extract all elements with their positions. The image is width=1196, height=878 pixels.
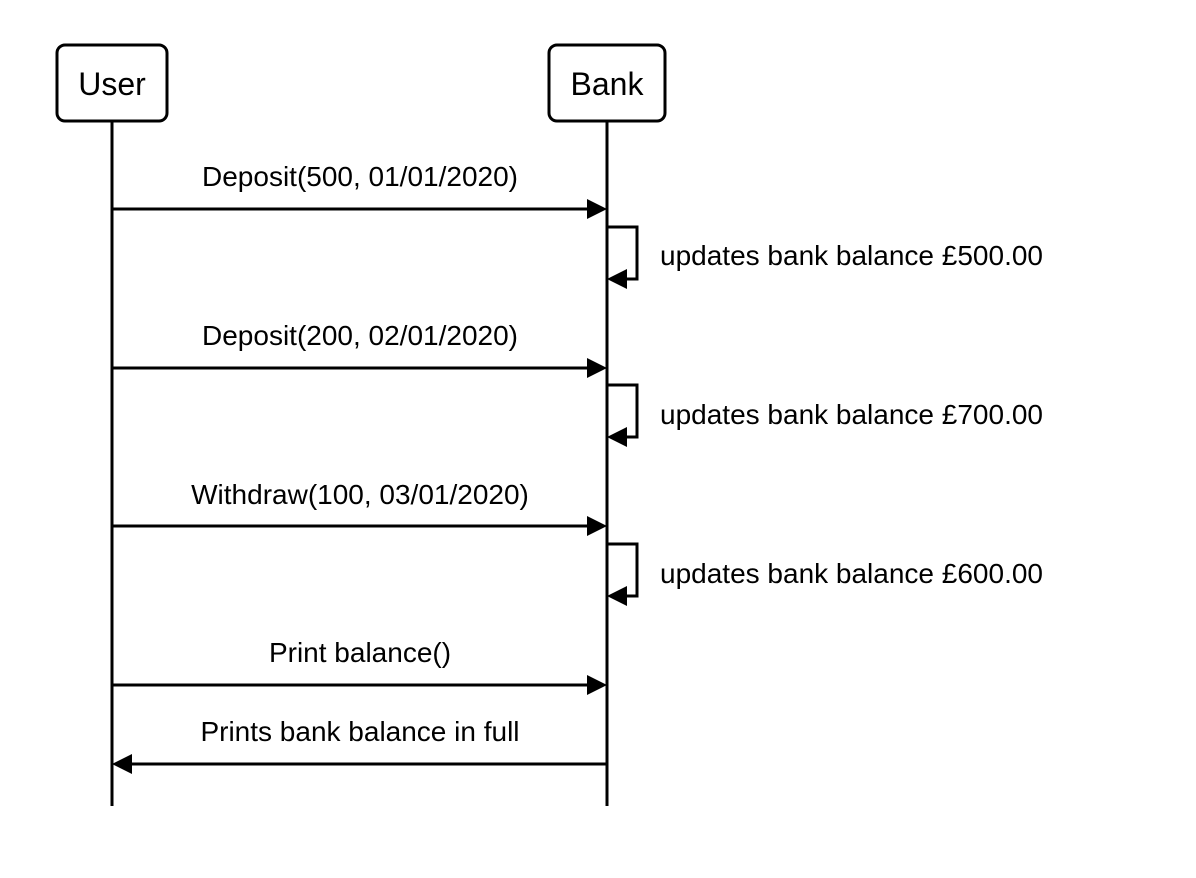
message-arrow-head: [587, 516, 607, 536]
message-prints-balance-return: Prints bank balance in full: [112, 716, 607, 774]
self-message-arrow-head: [607, 427, 627, 447]
self-message-arrow-line: [607, 225, 639, 281]
message-arrow-head: [587, 199, 607, 219]
message-arrow-head: [587, 675, 607, 695]
self-message-balance-500: updates bank balance £500.00: [607, 225, 1043, 289]
participant-bank-label: Bank: [571, 66, 645, 102]
self-message-balance-700: updates bank balance £700.00: [607, 383, 1043, 447]
message-withdraw-100: Withdraw(100, 03/01/2020): [112, 479, 607, 536]
message-deposit-200: Deposit(200, 02/01/2020): [112, 320, 607, 378]
self-message-label: updates bank balance £500.00: [660, 240, 1043, 271]
self-message-label: updates bank balance £700.00: [660, 399, 1043, 430]
message-print-balance: Print balance(): [112, 637, 607, 695]
participant-bank: Bank: [547, 43, 667, 123]
message-label: Deposit(500, 01/01/2020): [202, 161, 518, 192]
message-label: Deposit(200, 02/01/2020): [202, 320, 518, 351]
self-message-label: updates bank balance £600.00: [660, 558, 1043, 589]
self-message-arrow-head: [607, 586, 627, 606]
message-arrow-head: [587, 358, 607, 378]
self-message-balance-600: updates bank balance £600.00: [607, 542, 1043, 606]
message-arrow-head: [112, 754, 132, 774]
self-message-arrow-line: [607, 383, 639, 439]
participant-user: User: [55, 43, 169, 123]
message-label: Prints bank balance in full: [200, 716, 519, 747]
message-deposit-500: Deposit(500, 01/01/2020): [112, 161, 607, 219]
message-label: Print balance(): [269, 637, 451, 668]
self-message-arrow-line: [607, 542, 639, 598]
participant-user-label: User: [78, 66, 146, 102]
message-label: Withdraw(100, 03/01/2020): [191, 479, 529, 510]
self-message-arrow-head: [607, 269, 627, 289]
